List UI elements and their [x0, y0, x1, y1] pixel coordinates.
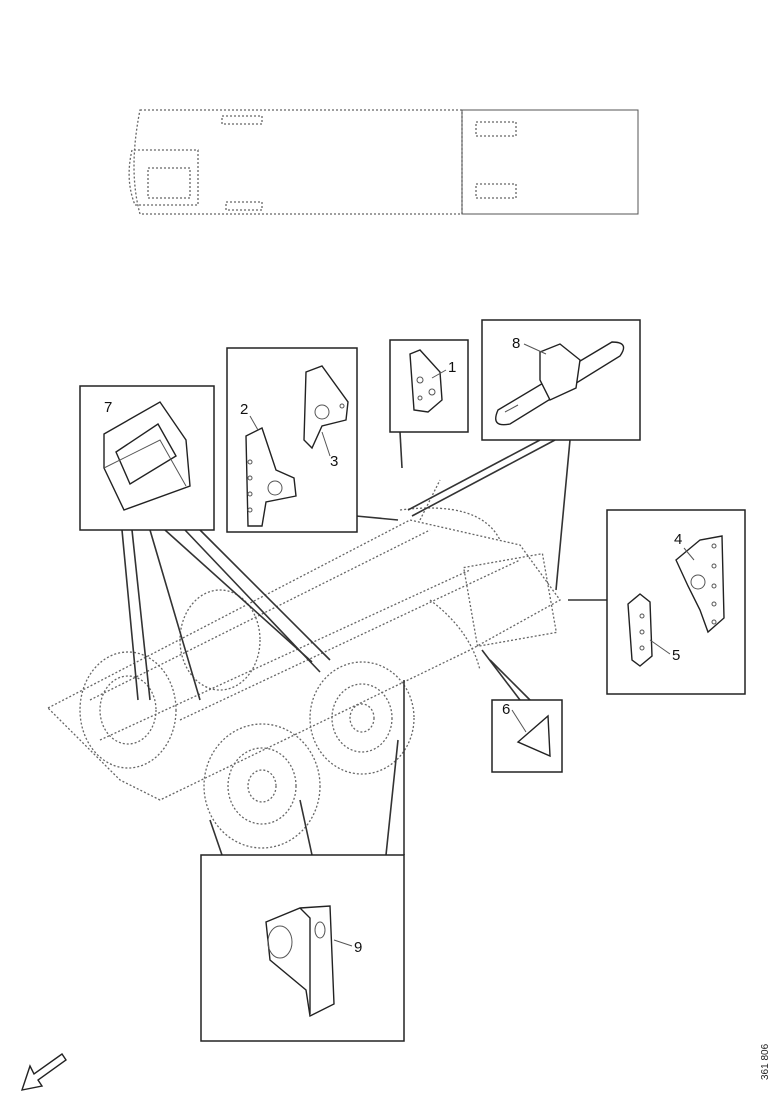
detail-box-parts-2-3: 2 3 [226, 347, 358, 533]
detail-box-parts-4-5: 4 5 [606, 509, 746, 695]
detail-box-part-6: 6 [491, 699, 563, 773]
truck-top-view [128, 109, 639, 215]
callout-2: 2 [240, 401, 248, 418]
detail-box-part-1: 1 [389, 339, 469, 433]
arrow-icon [20, 1053, 67, 1091]
callout-3: 3 [330, 453, 338, 470]
callout-7: 7 [104, 399, 112, 416]
leader-lines [121, 431, 608, 856]
wheel-mid [203, 723, 321, 849]
drawing-number: 361 806 [760, 1043, 771, 1080]
truck-chassis [46, 479, 561, 849]
callout-8: 8 [512, 335, 520, 352]
wheel-rear-left [79, 651, 177, 769]
callout-1: 1 [448, 359, 456, 376]
detail-box-part-7: 7 [79, 385, 215, 531]
detail-box-part-8: 8 [481, 319, 641, 441]
callout-5: 5 [672, 647, 680, 664]
callout-9: 9 [354, 939, 362, 956]
wheel-rear-right [179, 589, 261, 691]
detail-box-part-9: 9 [200, 854, 405, 1042]
callout-4: 4 [674, 531, 682, 548]
callout-6: 6 [502, 701, 510, 718]
wheel-front [309, 661, 415, 775]
